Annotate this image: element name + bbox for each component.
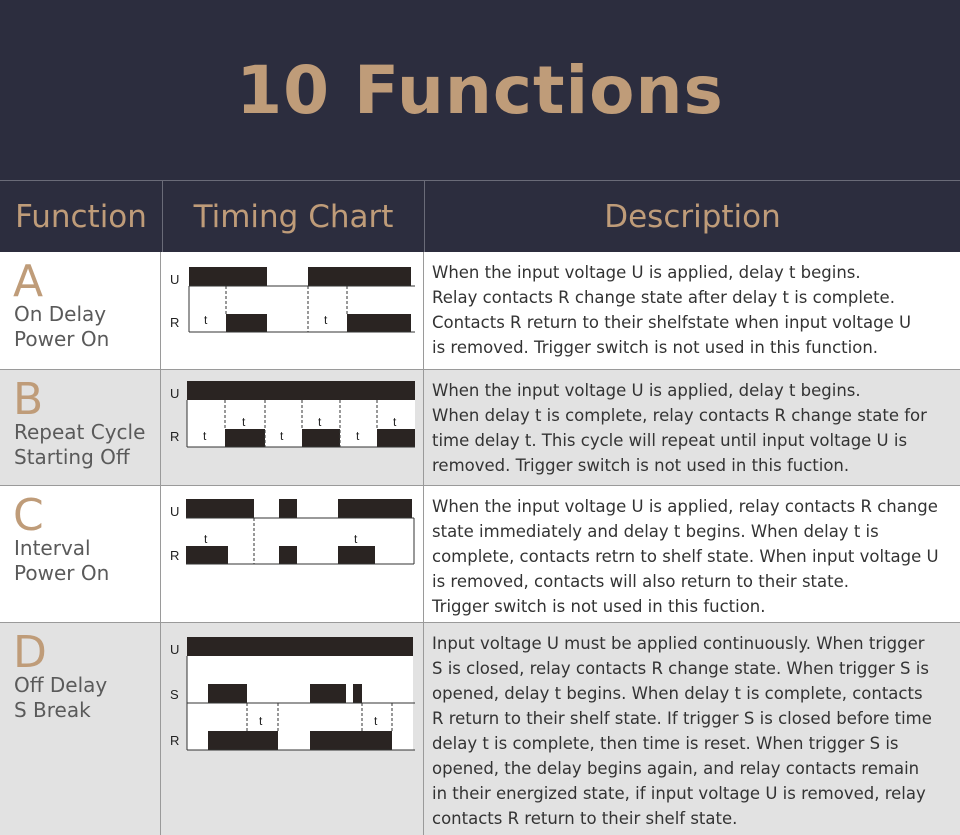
function-description: When the input voltage U is applied, del… (432, 381, 927, 475)
function-row-d: D Off Delay S Break U S R t t Input volt… (0, 623, 960, 835)
function-letter: D (13, 627, 47, 678)
r-pulse (225, 429, 265, 447)
u-pulse (187, 381, 415, 400)
function-cell: B Repeat Cycle Starting Off (0, 370, 161, 485)
signal-label-u: U (170, 272, 179, 287)
r-pulse (226, 314, 267, 332)
delay-label: t (354, 532, 358, 546)
r-pulse (338, 546, 375, 564)
function-letter: B (13, 374, 44, 425)
function-cell: D Off Delay S Break (0, 623, 161, 835)
r-pulse (377, 429, 415, 447)
signal-label-r: R (170, 315, 179, 330)
function-cell: A On Delay Power On (0, 252, 161, 369)
header-banner (0, 0, 960, 180)
timing-chart-d: U S R t t (162, 623, 424, 835)
column-header-function: Function (0, 180, 162, 252)
function-name: Off Delay S Break (14, 673, 108, 722)
timing-chart-c: U R t t (162, 486, 424, 622)
signal-label-u: U (170, 504, 179, 519)
s-pulse (353, 684, 362, 703)
delay-label: t (242, 415, 246, 429)
r-pulse (279, 546, 297, 564)
delay-label: t (204, 313, 208, 327)
function-row-c: C Interval Power On U R t t When the inp… (0, 486, 960, 623)
signal-label-r: R (170, 429, 179, 444)
r-pulse (310, 731, 392, 750)
signal-label-r: R (170, 733, 179, 748)
function-name: Repeat Cycle Starting Off (14, 420, 146, 469)
delay-label: t (393, 415, 397, 429)
delay-label: t (318, 415, 322, 429)
u-pulse (187, 637, 413, 656)
u-pulse (308, 267, 411, 286)
delay-label: t (374, 714, 378, 728)
signal-label-u: U (170, 642, 179, 657)
column-header-timing-chart: Timing Chart (162, 180, 424, 252)
function-name: On Delay Power On (14, 302, 110, 351)
delay-label: t (324, 313, 328, 327)
r-pulse (208, 731, 278, 750)
signal-label-r: R (170, 548, 179, 563)
u-pulse (338, 499, 412, 518)
s-pulse (208, 684, 247, 703)
r-pulse (347, 314, 411, 332)
delay-label: t (203, 429, 207, 443)
timing-chart-b: U R t t t t t t (162, 370, 424, 485)
delay-label: t (356, 429, 360, 443)
r-pulse (302, 429, 340, 447)
function-description: When the input voltage U is applied, del… (432, 263, 912, 357)
timing-chart-a: U R t t (162, 252, 424, 369)
signal-label-u: U (170, 386, 179, 401)
function-description: When the input voltage U is applied, rel… (432, 497, 939, 616)
delay-label: t (204, 532, 208, 546)
function-letter: C (13, 490, 44, 541)
signal-label-s: S (170, 687, 179, 702)
u-pulse (279, 499, 297, 518)
column-header-description: Description (424, 180, 960, 252)
page-title: 10 Functions (236, 52, 724, 129)
function-cell: C Interval Power On (0, 486, 161, 622)
delay-label: t (259, 714, 263, 728)
function-name: Interval Power On (14, 536, 110, 585)
function-row-a: A On Delay Power On U R t t When the inp… (0, 252, 960, 370)
function-letter: A (13, 256, 44, 307)
function-row-b: B Repeat Cycle Starting Off U R t t t t … (0, 370, 960, 486)
s-pulse (310, 684, 346, 703)
u-pulse (189, 267, 267, 286)
delay-label: t (280, 429, 284, 443)
u-pulse (186, 499, 254, 518)
r-pulse (186, 546, 228, 564)
function-description: Input voltage U must be applied continuo… (432, 634, 932, 828)
